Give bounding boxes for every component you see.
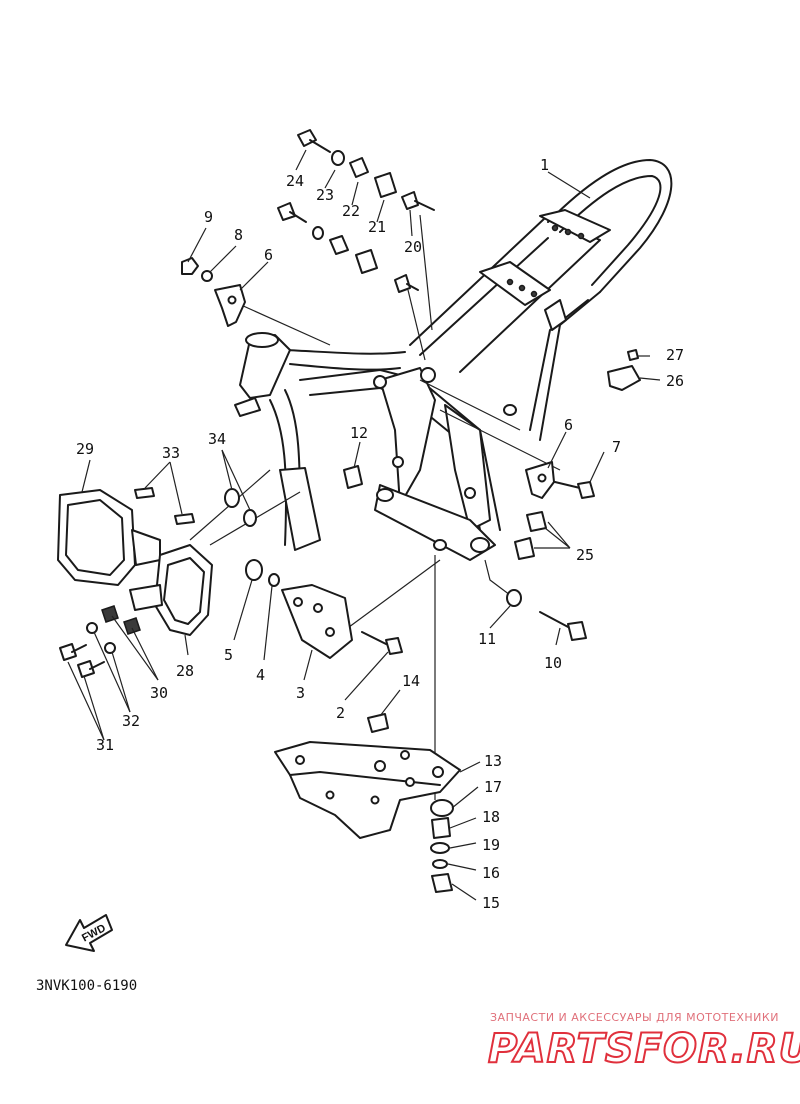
callout-6-left: 6 bbox=[264, 246, 273, 264]
main-frame bbox=[234, 159, 673, 561]
callout-33: 33 bbox=[162, 444, 180, 462]
mount-stack bbox=[430, 799, 454, 893]
callout-22: 22 bbox=[342, 202, 360, 220]
callout-14: 14 bbox=[402, 672, 420, 690]
callout-23: 23 bbox=[316, 186, 334, 204]
callout-9: 9 bbox=[204, 208, 213, 226]
callout-30: 30 bbox=[150, 684, 168, 702]
callout-19: 19 bbox=[482, 836, 500, 854]
callout-25: 25 bbox=[576, 546, 594, 564]
callout-21: 21 bbox=[368, 218, 386, 236]
callout-7: 7 bbox=[612, 438, 621, 456]
callout-13: 13 bbox=[484, 752, 502, 770]
callout-3: 3 bbox=[296, 684, 305, 702]
callout-28: 28 bbox=[176, 662, 194, 680]
reflectors bbox=[57, 489, 213, 636]
callout-4: 4 bbox=[256, 666, 265, 684]
callout-2: 2 bbox=[336, 704, 345, 722]
callout-8: 8 bbox=[234, 226, 243, 244]
diagram-code: 3NVK100-6190 bbox=[36, 978, 137, 994]
callout-10: 10 bbox=[544, 654, 562, 672]
callout-34: 34 bbox=[208, 430, 226, 448]
callout-16: 16 bbox=[482, 864, 500, 882]
callout-17: 17 bbox=[484, 778, 502, 796]
callout-labels: 1 2 3 4 5 6 6 7 8 9 10 11 12 13 14 15 16… bbox=[76, 156, 684, 912]
callout-20: 20 bbox=[404, 238, 422, 256]
watermark: ЗАПЧАСТИ И АКСЕССУАРЫ ДЛЯ МОТОТЕХНИКИ PA… bbox=[487, 1011, 800, 1073]
callout-11: 11 bbox=[478, 630, 496, 648]
callout-32: 32 bbox=[122, 712, 140, 730]
callout-6-right: 6 bbox=[564, 416, 573, 434]
callout-1: 1 bbox=[540, 156, 549, 174]
callout-29: 29 bbox=[76, 440, 94, 458]
callout-18: 18 bbox=[482, 808, 500, 826]
callout-26: 26 bbox=[666, 372, 684, 390]
hardware bbox=[59, 129, 641, 678]
callout-12: 12 bbox=[350, 424, 368, 442]
callout-leaders bbox=[67, 149, 661, 901]
watermark-tagline: ЗАПЧАСТИ И АКСЕССУАРЫ ДЛЯ МОТОТЕХНИКИ bbox=[490, 1011, 779, 1024]
callout-31: 31 bbox=[96, 736, 114, 754]
callout-5: 5 bbox=[224, 646, 233, 664]
skid-plate bbox=[274, 713, 461, 839]
watermark-brand: PARTSFOR.RU bbox=[488, 1026, 800, 1072]
callout-15: 15 bbox=[482, 894, 500, 912]
callout-27: 27 bbox=[666, 346, 684, 364]
callout-24: 24 bbox=[286, 172, 304, 190]
fwd-arrow-icon: FWD bbox=[65, 914, 113, 952]
